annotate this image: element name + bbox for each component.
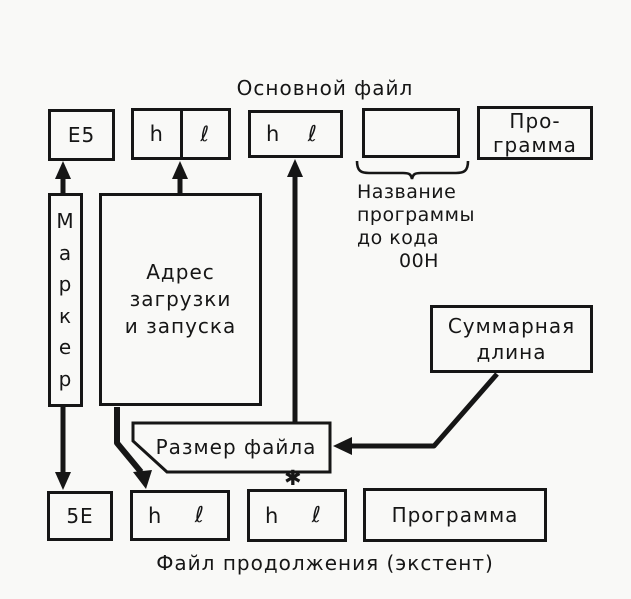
- box-address-bytes-split: h ℓ: [131, 108, 231, 160]
- note-line1: Название: [357, 181, 457, 203]
- h-byte: h: [148, 503, 163, 528]
- marker-letter: р: [58, 272, 73, 297]
- box-extent-bytes-1: h ℓ: [130, 490, 230, 541]
- address-line1: Адрес: [146, 260, 215, 284]
- program-top-line2: грамма: [493, 133, 577, 157]
- box-marker-byte-e5: E5: [48, 109, 115, 161]
- marker-letter: М: [56, 209, 75, 234]
- arrow-address-to-hl: [172, 161, 188, 193]
- box-marker-byte-5e: 5E: [47, 491, 113, 541]
- box-program-name-field: [362, 108, 460, 158]
- note-line4: 00H: [399, 250, 439, 272]
- marker-letter: р: [58, 366, 73, 391]
- e5-value: E5: [67, 123, 96, 147]
- h-byte: h: [265, 503, 280, 528]
- program-top-line1: Про-: [509, 109, 561, 133]
- box-marker: М а р к е р: [48, 193, 83, 407]
- l-byte: ℓ: [307, 121, 318, 147]
- marker-letter: к: [58, 303, 73, 328]
- extent-file-caption: Файл продолжения (экстент): [156, 551, 494, 575]
- arrow-total-length-to-filesize: [333, 372, 499, 455]
- note-line3: до кода: [357, 227, 440, 249]
- asterisk-mark: ✱: [284, 466, 303, 490]
- file-size-label: Размер файла: [155, 435, 317, 459]
- box-program-bottom: Программа: [363, 488, 547, 542]
- total-length-line2: длина: [476, 340, 547, 364]
- program-bottom-label: Программа: [391, 503, 519, 527]
- 5e-value: 5E: [66, 504, 94, 528]
- address-line2: загрузки: [129, 287, 232, 311]
- program-name-note: Название программы до кода 00H: [357, 181, 475, 273]
- arrow-filesize-to-main-hl: [287, 159, 303, 423]
- box-program-top: Про- грамма: [477, 106, 593, 160]
- marker-letter: а: [58, 240, 73, 265]
- underbrace: [355, 160, 470, 180]
- l-byte: ℓ: [179, 111, 229, 157]
- box-total-length: Суммарная длина: [430, 305, 593, 373]
- box-address-bytes-main: h ℓ: [248, 110, 343, 158]
- l-byte: ℓ: [311, 503, 322, 528]
- h-byte: h: [266, 122, 281, 146]
- main-file-title: Основной файл: [236, 76, 414, 100]
- marker-letter: е: [58, 335, 73, 360]
- arrow-marker-to-5e: [55, 407, 71, 490]
- address-line3: и запуска: [124, 314, 237, 338]
- note-line2: программы: [357, 204, 475, 226]
- total-length-line1: Суммарная: [447, 314, 576, 338]
- box-extent-bytes-2: h ℓ: [247, 489, 347, 542]
- arrow-marker-to-e5: [55, 161, 71, 193]
- arrow-address-to-extent-hl: [114, 407, 152, 489]
- box-load-start-address: Адрес загрузки и запуска: [99, 193, 262, 406]
- h-byte: h: [149, 122, 164, 146]
- l-byte: ℓ: [194, 503, 205, 528]
